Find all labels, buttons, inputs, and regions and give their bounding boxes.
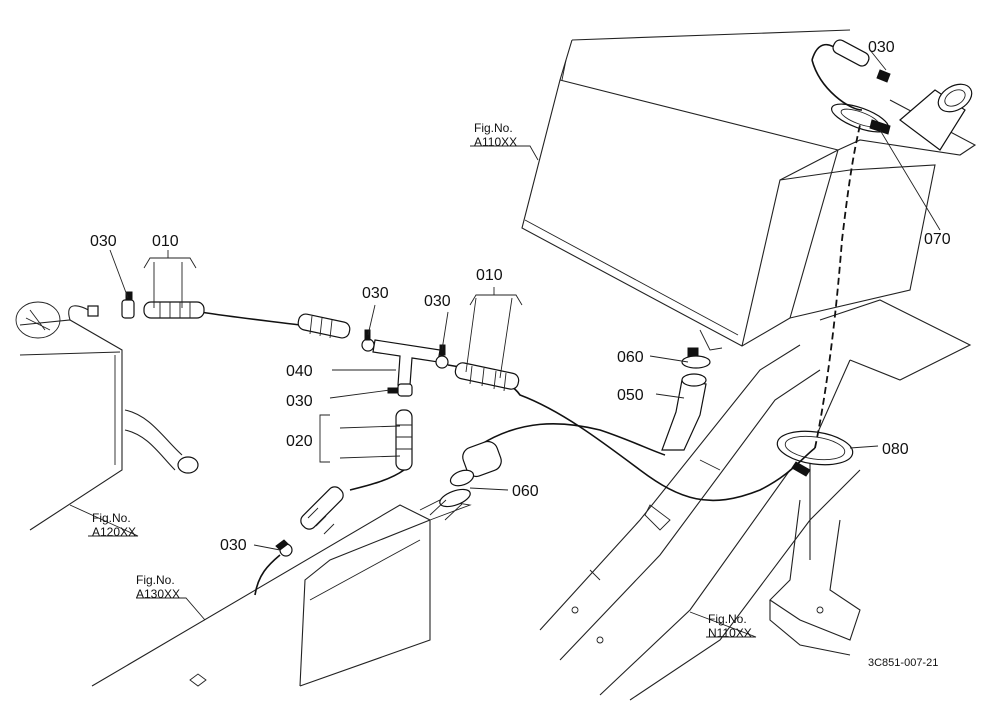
callout-070: 070: [924, 231, 951, 248]
return-hose-top: [811, 39, 891, 111]
breather-clamp-070: [831, 103, 891, 135]
drawing-code: 3C851-007-21: [868, 657, 938, 669]
figure-ref-a130-line2: A130XX: [136, 587, 180, 601]
clamp-030-tee-bottom: [387, 383, 413, 397]
figure-ref-n110-line2: N110XX: [708, 626, 752, 640]
callout-010-left: 010: [152, 233, 179, 250]
clamp-030-bottom: [275, 539, 293, 557]
callout-010-mid: 010: [476, 267, 503, 284]
figure-ref-a110: Fig.No. A110XX: [474, 121, 517, 149]
callout-050: 050: [617, 387, 644, 404]
callout-040: 040: [286, 363, 313, 380]
callout-leaders: [69, 49, 941, 638]
figure-ref-n110: Fig.No. N110XX: [708, 612, 752, 640]
fuel-tank: [521, 29, 977, 351]
callout-030-mid2: 030: [424, 293, 451, 310]
figure-ref-a120: Fig.No. A120XX: [92, 511, 136, 539]
figure-ref-a130: Fig.No. A130XX: [136, 573, 180, 601]
callout-060-lower: 060: [512, 483, 539, 500]
callout-080: 080: [882, 441, 909, 458]
clamp-030-right-of-tee: [435, 344, 449, 369]
callout-030-tee: 030: [286, 393, 313, 410]
band-clamp-080: [776, 430, 854, 477]
figure-ref-a120-line1: Fig.No.: [92, 511, 131, 525]
figure-ref-a120-line2: A120XX: [92, 525, 136, 539]
figure-ref-a130-line1: Fig.No.: [136, 573, 175, 587]
callout-060-upper: 060: [617, 349, 644, 366]
figure-ref-a110-line2: A110XX: [474, 135, 517, 149]
chassis-frame: [539, 299, 972, 701]
clamp-030-left: [121, 291, 135, 319]
filter-cup-060-lower: [429, 440, 502, 521]
filler-neck: [899, 83, 973, 151]
callout-030-left: 030: [90, 233, 117, 250]
hose-010-mid-left: [297, 313, 351, 339]
lower-left-tank: [15, 301, 199, 531]
hose-bottom-left: [300, 486, 344, 535]
clamp-060-upper: [681, 347, 711, 369]
hose-020: [395, 409, 413, 471]
hose-050: [661, 373, 707, 451]
callout-labels: 030 070 030 010 030 010 030 040 030 020 …: [90, 39, 951, 554]
callout-020: 020: [286, 433, 313, 450]
figure-ref-n110-line1: Fig.No.: [708, 612, 747, 626]
tee-joint-040: [372, 339, 441, 386]
callout-030-top-right: 030: [868, 39, 895, 56]
figure-ref-a110-line1: Fig.No.: [474, 121, 513, 135]
callout-030-bottom: 030: [220, 537, 247, 554]
callout-030-mid: 030: [362, 285, 389, 302]
hose-010-mid-right: [454, 362, 520, 392]
hose-010-left: [143, 301, 205, 319]
